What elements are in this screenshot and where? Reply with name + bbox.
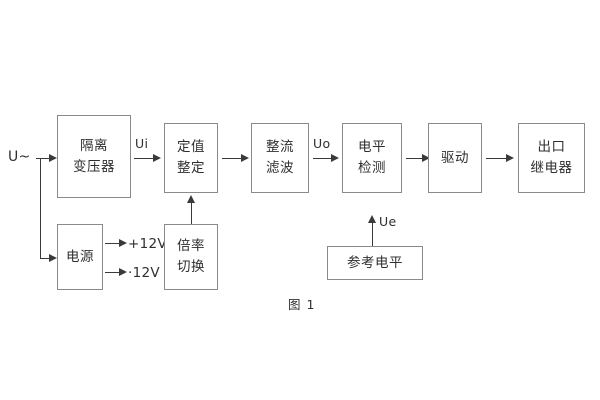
driver-to-relay-arrow-icon bbox=[506, 153, 514, 162]
branch-to-transformer-line bbox=[40, 158, 50, 159]
figure-caption: 图 1 bbox=[288, 297, 316, 312]
rail-negative-arrow-icon bbox=[119, 267, 127, 276]
block-power-supply-line-1: 电源 bbox=[66, 248, 94, 265]
block-setting-adjustment-line-2: 整定 bbox=[177, 160, 205, 176]
block-output-relay[interactable]: 出口 继电器 bbox=[518, 123, 585, 193]
level-to-driver-arrow-icon bbox=[422, 153, 430, 162]
block-output-relay-line-2: 继电器 bbox=[530, 160, 573, 176]
input-stub-line bbox=[36, 158, 42, 159]
branch-to-power-arrow-icon bbox=[49, 253, 57, 262]
setting-to-rectify-arrow-icon bbox=[241, 153, 249, 162]
transformer-to-setting-arrow-icon bbox=[153, 153, 161, 162]
driver-to-relay-line bbox=[486, 158, 508, 159]
level-to-driver-line bbox=[406, 158, 424, 159]
block-setting-adjustment[interactable]: 定值 整定 bbox=[164, 123, 218, 193]
multiplier-to-setting-arrow-icon bbox=[186, 195, 195, 203]
rectify-to-level-line bbox=[313, 158, 333, 159]
rail-negative-line bbox=[105, 272, 121, 273]
block-level-detection[interactable]: 电平 检测 bbox=[342, 123, 402, 193]
block-reference-level[interactable]: 参考电平 bbox=[327, 246, 423, 280]
block-multiplier-switch-line-1: 倍率 bbox=[177, 238, 205, 255]
block-multiplier-switch[interactable]: 倍率 切换 bbox=[164, 224, 218, 290]
rail-positive-label: +12V bbox=[128, 236, 167, 252]
block-rectify-filter-line-2: 滤波 bbox=[266, 160, 294, 176]
reference-to-level-arrow-icon bbox=[367, 215, 376, 223]
signal-ue-label: Ue bbox=[379, 214, 397, 229]
signal-ui-label: Ui bbox=[135, 136, 149, 151]
block-isolation-transformer-line-1: 隔离 bbox=[80, 137, 108, 154]
block-driver[interactable]: 驱动 bbox=[428, 123, 482, 193]
rectify-to-level-arrow-icon bbox=[331, 153, 339, 162]
block-setting-adjustment-line-1: 定值 bbox=[177, 139, 205, 156]
block-rectify-filter-line-1: 整流 bbox=[266, 139, 294, 156]
rail-positive-arrow-icon bbox=[119, 238, 127, 247]
block-power-supply[interactable]: 电源 bbox=[57, 224, 103, 290]
rail-negative-label: ·12V bbox=[128, 265, 160, 281]
block-driver-line-1: 驱动 bbox=[441, 149, 469, 166]
block-reference-level-line-1: 参考电平 bbox=[347, 254, 403, 271]
branch-to-power-line bbox=[40, 258, 50, 259]
block-output-relay-line-1: 出口 bbox=[537, 139, 566, 156]
rail-positive-line bbox=[105, 243, 121, 244]
reference-to-level-line bbox=[372, 222, 373, 246]
block-level-detection-line-1: 电平 bbox=[358, 139, 386, 156]
multiplier-to-setting-line bbox=[191, 202, 192, 224]
setting-to-rectify-line bbox=[222, 158, 243, 159]
input-source-label: U~ bbox=[8, 149, 31, 165]
input-branch-bus bbox=[40, 158, 41, 259]
block-isolation-transformer-line-2: 变压器 bbox=[73, 158, 115, 175]
block-rectify-filter[interactable]: 整流 滤波 bbox=[251, 123, 309, 193]
block-multiplier-switch-line-2: 切换 bbox=[177, 259, 205, 275]
transformer-to-setting-line bbox=[134, 158, 155, 159]
block-isolation-transformer[interactable]: 隔离 变压器 bbox=[57, 115, 131, 198]
block-level-detection-line-2: 检测 bbox=[358, 160, 386, 176]
branch-to-transformer-arrow-icon bbox=[49, 153, 57, 162]
signal-uo-label: Uo bbox=[313, 136, 331, 151]
